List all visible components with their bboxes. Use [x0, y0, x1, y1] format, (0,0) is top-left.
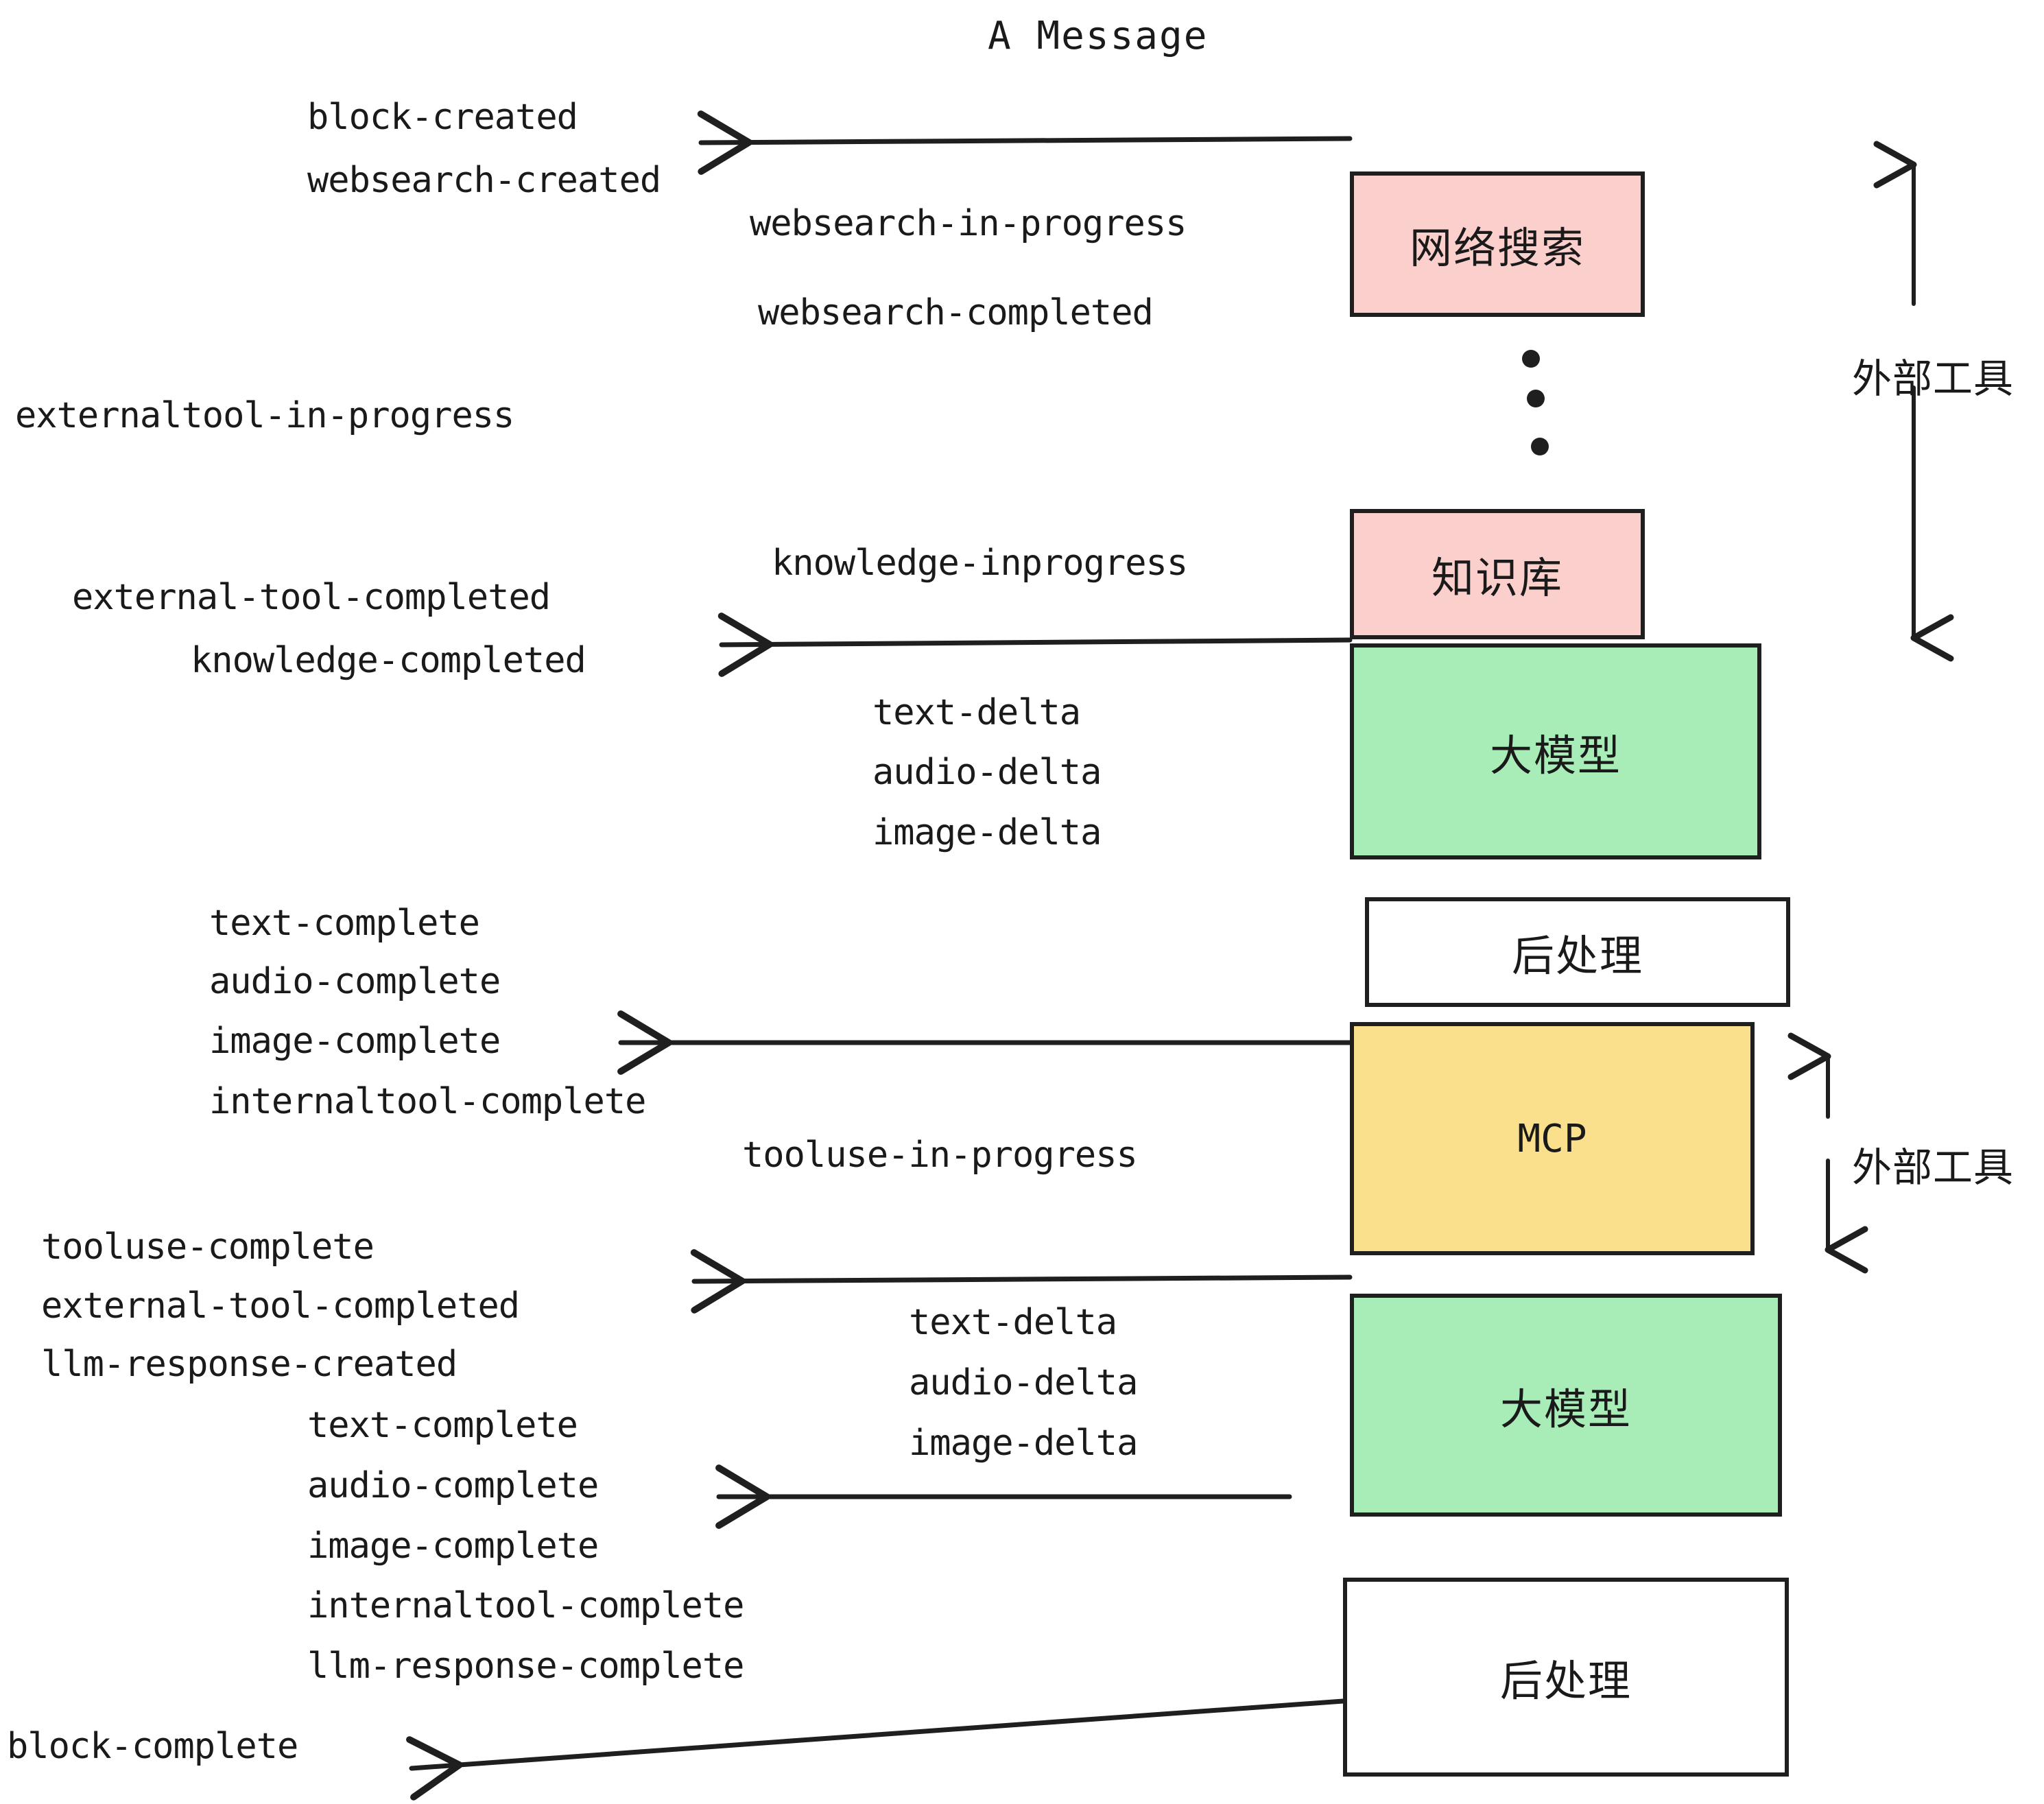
- node-5: 大模型: [1350, 1294, 1782, 1517]
- arrow-postprocess-to-blockcomplete: [406, 1698, 1346, 1801]
- arrow-websearch-to-left: [697, 110, 1353, 175]
- event-label: internaltool-complete: [307, 1585, 744, 1626]
- event-label: llm-response-complete: [307, 1646, 744, 1687]
- event-label: image-complete: [307, 1526, 599, 1567]
- event-label: text-complete: [209, 903, 480, 944]
- event-label: llm-response-created: [41, 1344, 457, 1385]
- event-label: websearch-created: [307, 160, 661, 201]
- event-label: text-delta: [909, 1302, 1117, 1343]
- event-label: audio-delta: [872, 752, 1102, 793]
- node-4: MCP: [1350, 1022, 1755, 1255]
- node-0: 网络搜索: [1350, 171, 1645, 317]
- diagram-title: A Message: [988, 14, 1209, 58]
- event-label: block-complete: [7, 1726, 298, 1767]
- ellipsis-dot-icon: [1522, 350, 1540, 368]
- group-label-external-tool: 外部工具: [1852, 355, 2015, 402]
- arrow-mcp-to-left: [690, 1249, 1353, 1314]
- node-3: 后处理: [1365, 897, 1790, 1007]
- event-label: knowledge-inprogress: [772, 543, 1188, 584]
- event-label: external-tool-completed: [72, 577, 551, 618]
- event-label: image-complete: [209, 1021, 501, 1062]
- arrow-knowledge-to-left: [717, 613, 1353, 677]
- event-label: audio-delta: [909, 1362, 1138, 1403]
- ellipsis-dot-icon: [1531, 438, 1549, 455]
- event-label: tooluse-in-progress: [742, 1135, 1138, 1176]
- event-label: block-created: [307, 97, 578, 138]
- node-1: 知识库: [1350, 509, 1645, 639]
- event-label: internaltool-complete: [209, 1081, 646, 1122]
- node-2: 大模型: [1350, 643, 1761, 859]
- event-label: audio-complete: [209, 961, 501, 1002]
- event-label: externaltool-in-progress: [15, 395, 514, 436]
- node-6: 后处理: [1343, 1578, 1789, 1777]
- event-label: text-delta: [872, 692, 1081, 733]
- event-label: text-complete: [307, 1405, 578, 1446]
- event-label: knowledge-completed: [191, 640, 586, 681]
- event-label: websearch-completed: [758, 292, 1154, 333]
- group-label-external-tool: 外部工具: [1852, 1144, 2015, 1191]
- ellipsis-dot-icon: [1527, 390, 1545, 407]
- event-label: external-tool-completed: [41, 1285, 520, 1327]
- event-label: image-delta: [872, 812, 1102, 853]
- event-label: audio-complete: [307, 1465, 599, 1506]
- event-label: image-delta: [909, 1423, 1138, 1464]
- event-label: tooluse-complete: [41, 1226, 375, 1268]
- event-label: websearch-in-progress: [750, 203, 1187, 244]
